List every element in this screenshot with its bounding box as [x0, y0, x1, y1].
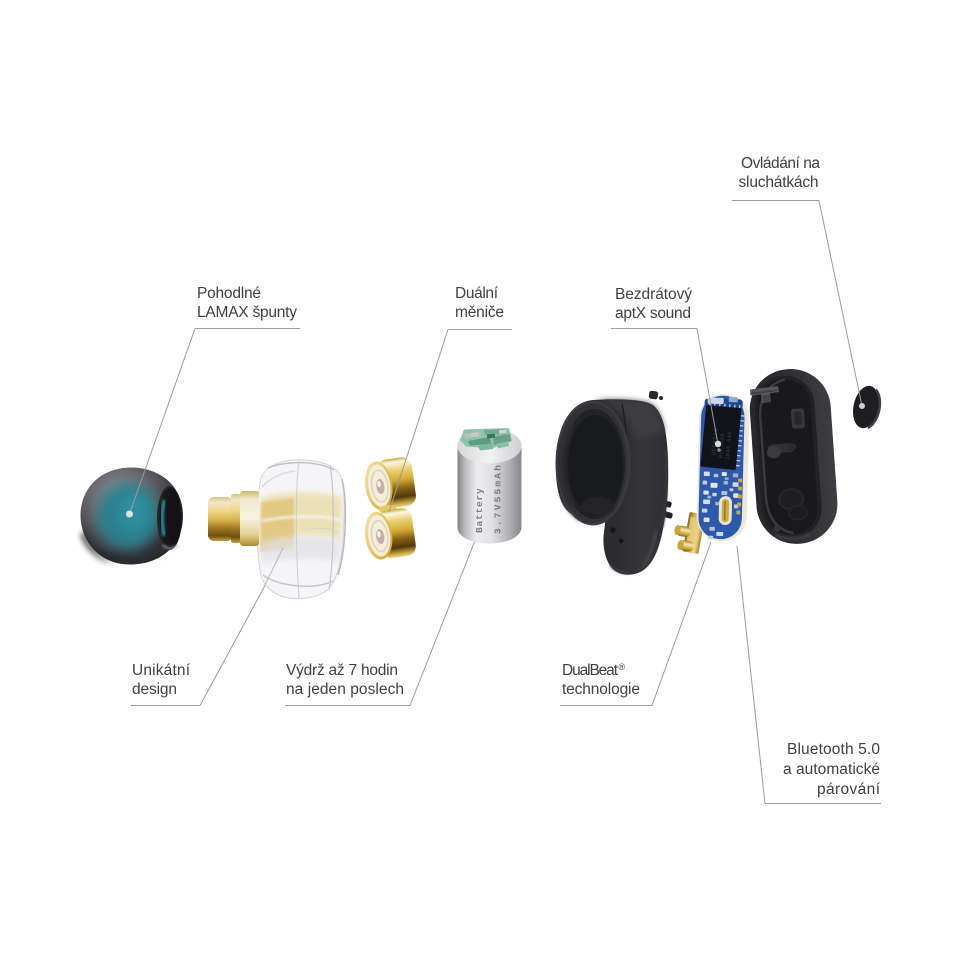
svg-text:Výdrž až 7 hodin: Výdrž až 7 hodin: [286, 662, 398, 679]
svg-text:Bluetooth 5.0: Bluetooth 5.0: [787, 741, 880, 758]
svg-text:LAMAX špunty: LAMAX špunty: [197, 304, 297, 321]
svg-text:Pohodlné: Pohodlné: [197, 285, 261, 302]
svg-text:Ovládání na: Ovládání na: [741, 155, 820, 172]
svg-text:DualBeat: DualBeat: [562, 662, 619, 679]
svg-text:technologie: technologie: [562, 681, 640, 698]
svg-text:aptX sound: aptX sound: [615, 305, 691, 322]
svg-text:3.7V55mAh: 3.7V55mAh: [493, 463, 504, 534]
svg-text:a automatické: a automatické: [783, 761, 880, 778]
svg-text:BVC1408: BVC1408: [718, 433, 726, 459]
svg-text:Bezdrátový: Bezdrátový: [615, 286, 692, 303]
svg-text:párování: párování: [817, 781, 881, 798]
svg-text:QCC3026: QCC3026: [710, 428, 720, 456]
svg-text:měniče: měniče: [455, 304, 504, 321]
svg-text:®: ®: [619, 662, 626, 672]
svg-text:sluchátkách: sluchátkách: [739, 174, 819, 191]
svg-text:na jeden poslech: na jeden poslech: [286, 681, 404, 698]
svg-text:Duální: Duální: [455, 285, 499, 302]
svg-text:1845 AAD: 1845 AAD: [725, 431, 734, 460]
svg-text:Battery: Battery: [474, 487, 485, 533]
svg-text:design: design: [132, 681, 177, 698]
svg-text:Unikátní: Unikátní: [132, 662, 191, 679]
